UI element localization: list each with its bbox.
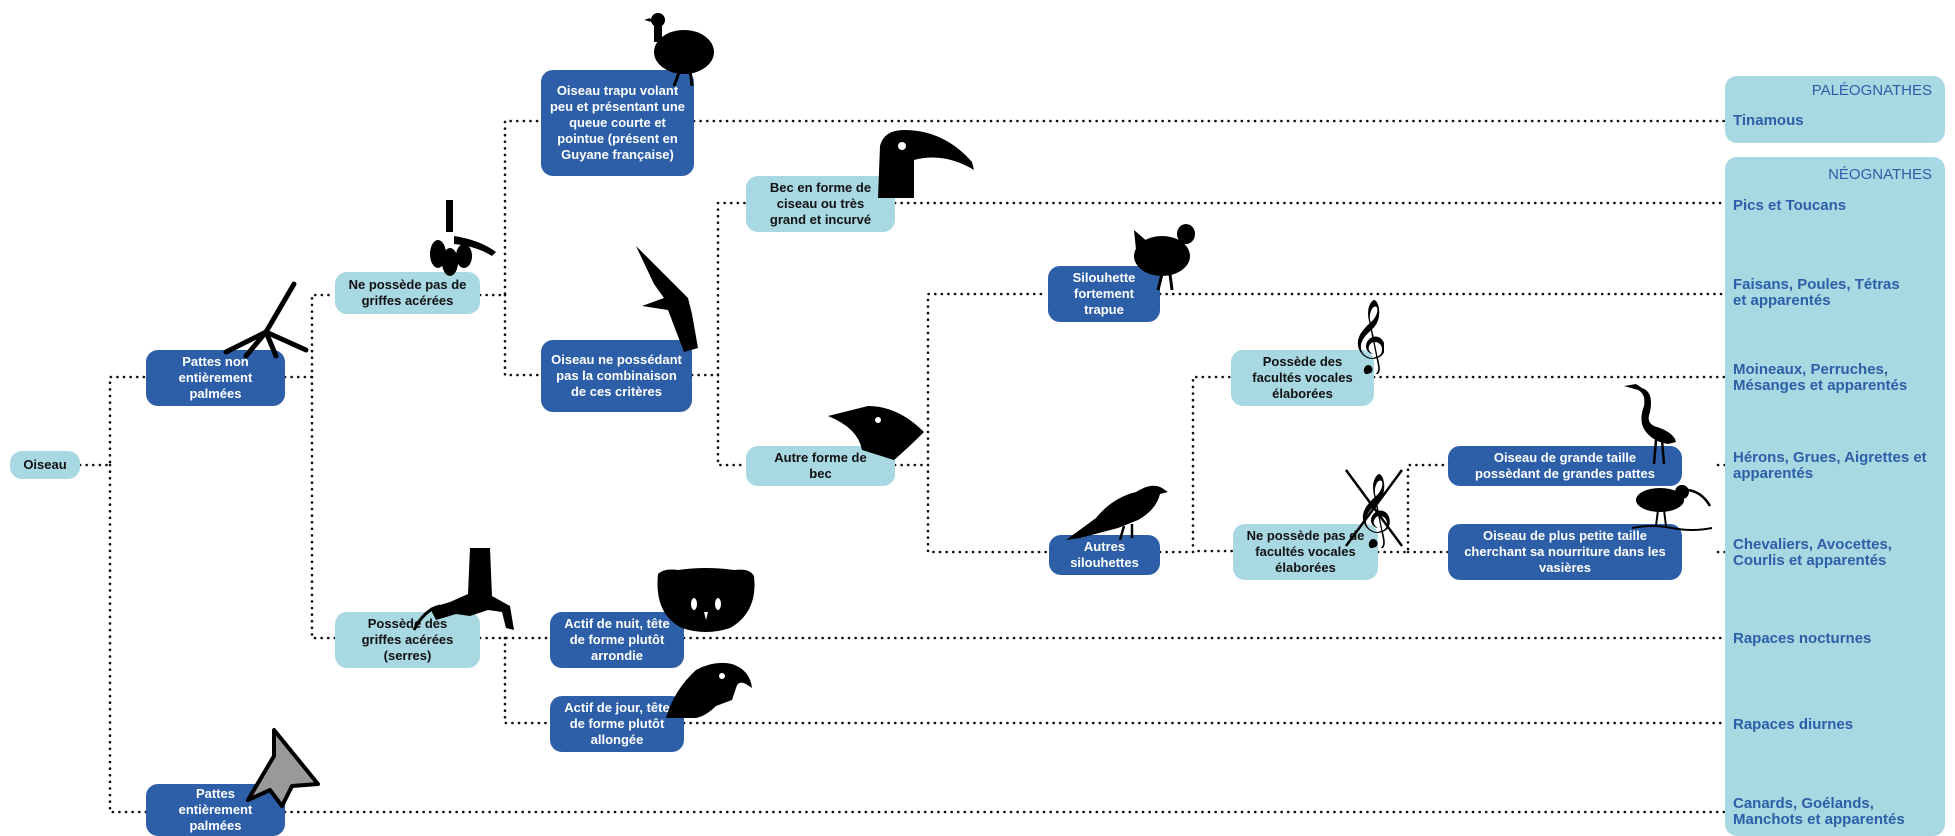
node-autre-bec: Autre forme de bec <box>746 446 895 486</box>
leaf-rapaces-nocturnes: Rapaces nocturnes <box>1733 630 1872 647</box>
connector <box>1716 463 1728 554</box>
leaf-herons: Hérons, Grues, Aigrettes et apparentés <box>1733 449 1927 482</box>
heron-icon <box>1624 384 1676 465</box>
root-node: Oiseau <box>10 451 80 479</box>
webbed-foot-icon <box>246 728 320 808</box>
paleognathes-title: PALÉOGNATHES <box>1811 82 1932 99</box>
leaf-rapaces-diurnes: Rapaces diurnes <box>1733 716 1854 733</box>
hen-icon <box>1134 224 1195 291</box>
paleognathes-panel <box>1725 76 1945 143</box>
node-silhouette-trapue: Silouhette fortement trapue <box>1048 266 1160 322</box>
leaf-canards: Canards, Goélands, Manchots et apparenté… <box>1733 795 1905 828</box>
songbird-icon <box>1066 485 1168 541</box>
connector <box>1376 463 1450 554</box>
node-autres-silhouettes: Autres silouhettes <box>1049 535 1160 575</box>
curlew-icon <box>1632 485 1712 531</box>
node-sans-griffes: Ne possède pas de griffes acérées <box>335 272 480 314</box>
connector <box>78 375 148 814</box>
leaf-chevaliers: Chevaliers, Avocettes, Courlis et appare… <box>1733 536 1892 569</box>
bird-foot-icon <box>223 281 309 359</box>
connector <box>478 119 543 377</box>
toucan-icon <box>878 130 974 198</box>
node-petite-taille: Oiseau de plus petite taille cherchant s… <box>1448 524 1682 580</box>
eagle-head-icon <box>666 662 752 718</box>
node-grande-taille: Oiseau de grande taille possèdant de gra… <box>1448 446 1682 486</box>
svg-text:𝄞: 𝄞 <box>1354 300 1384 374</box>
crossed-treble-clef-icon: 𝄞 <box>1344 469 1404 548</box>
node-bec-ciseau: Bec en forme de ciseau ou très grand et … <box>746 176 895 232</box>
node-actif-jour: Actif de jour, tête de forme plutôt allo… <box>550 696 684 752</box>
connector <box>690 201 748 467</box>
treble-clef-icon: 𝄞 <box>1354 300 1384 374</box>
leaf-moineaux: Moineaux, Perruches, Mésanges et apparen… <box>1733 361 1908 394</box>
svg-text:𝄞: 𝄞 <box>1355 474 1393 548</box>
connector <box>478 636 552 725</box>
node-oiseau-trapu: Oiseau trapu volant peu et présentant un… <box>541 70 694 176</box>
node-autre-oiseau: Oiseau ne possédant pas la combinaison d… <box>541 340 692 412</box>
leaf-tinamous: Tinamous <box>1733 112 1804 129</box>
tinamou-icon <box>644 13 714 87</box>
node-avec-griffes: Possède des griffes acérées (serres) <box>335 612 480 668</box>
owl-icon <box>657 568 755 632</box>
node-facultes-vocales: Possède des facultés vocales élaborées <box>1231 350 1374 406</box>
claw-foot-icon <box>430 200 496 276</box>
beak-icon <box>828 406 924 460</box>
neognathes-panel <box>1725 157 1945 836</box>
neognathes-title: NÉOGNATHES <box>1828 166 1932 183</box>
node-actif-nuit: Actif de nuit, tête de forme plutôt arro… <box>550 612 684 668</box>
talon-icon <box>412 548 514 631</box>
connector <box>1158 375 1235 554</box>
leaf-pics-toucans: Pics et Toucans <box>1733 197 1847 214</box>
connector <box>893 292 1051 554</box>
flying-bird-icon <box>636 246 698 352</box>
leaf-faisans: Faisans, Poules, Tétras et apparentés <box>1733 276 1900 309</box>
node-pattes-non-palmees: Pattes non entièrement palmées <box>146 350 285 406</box>
connector <box>283 293 337 640</box>
